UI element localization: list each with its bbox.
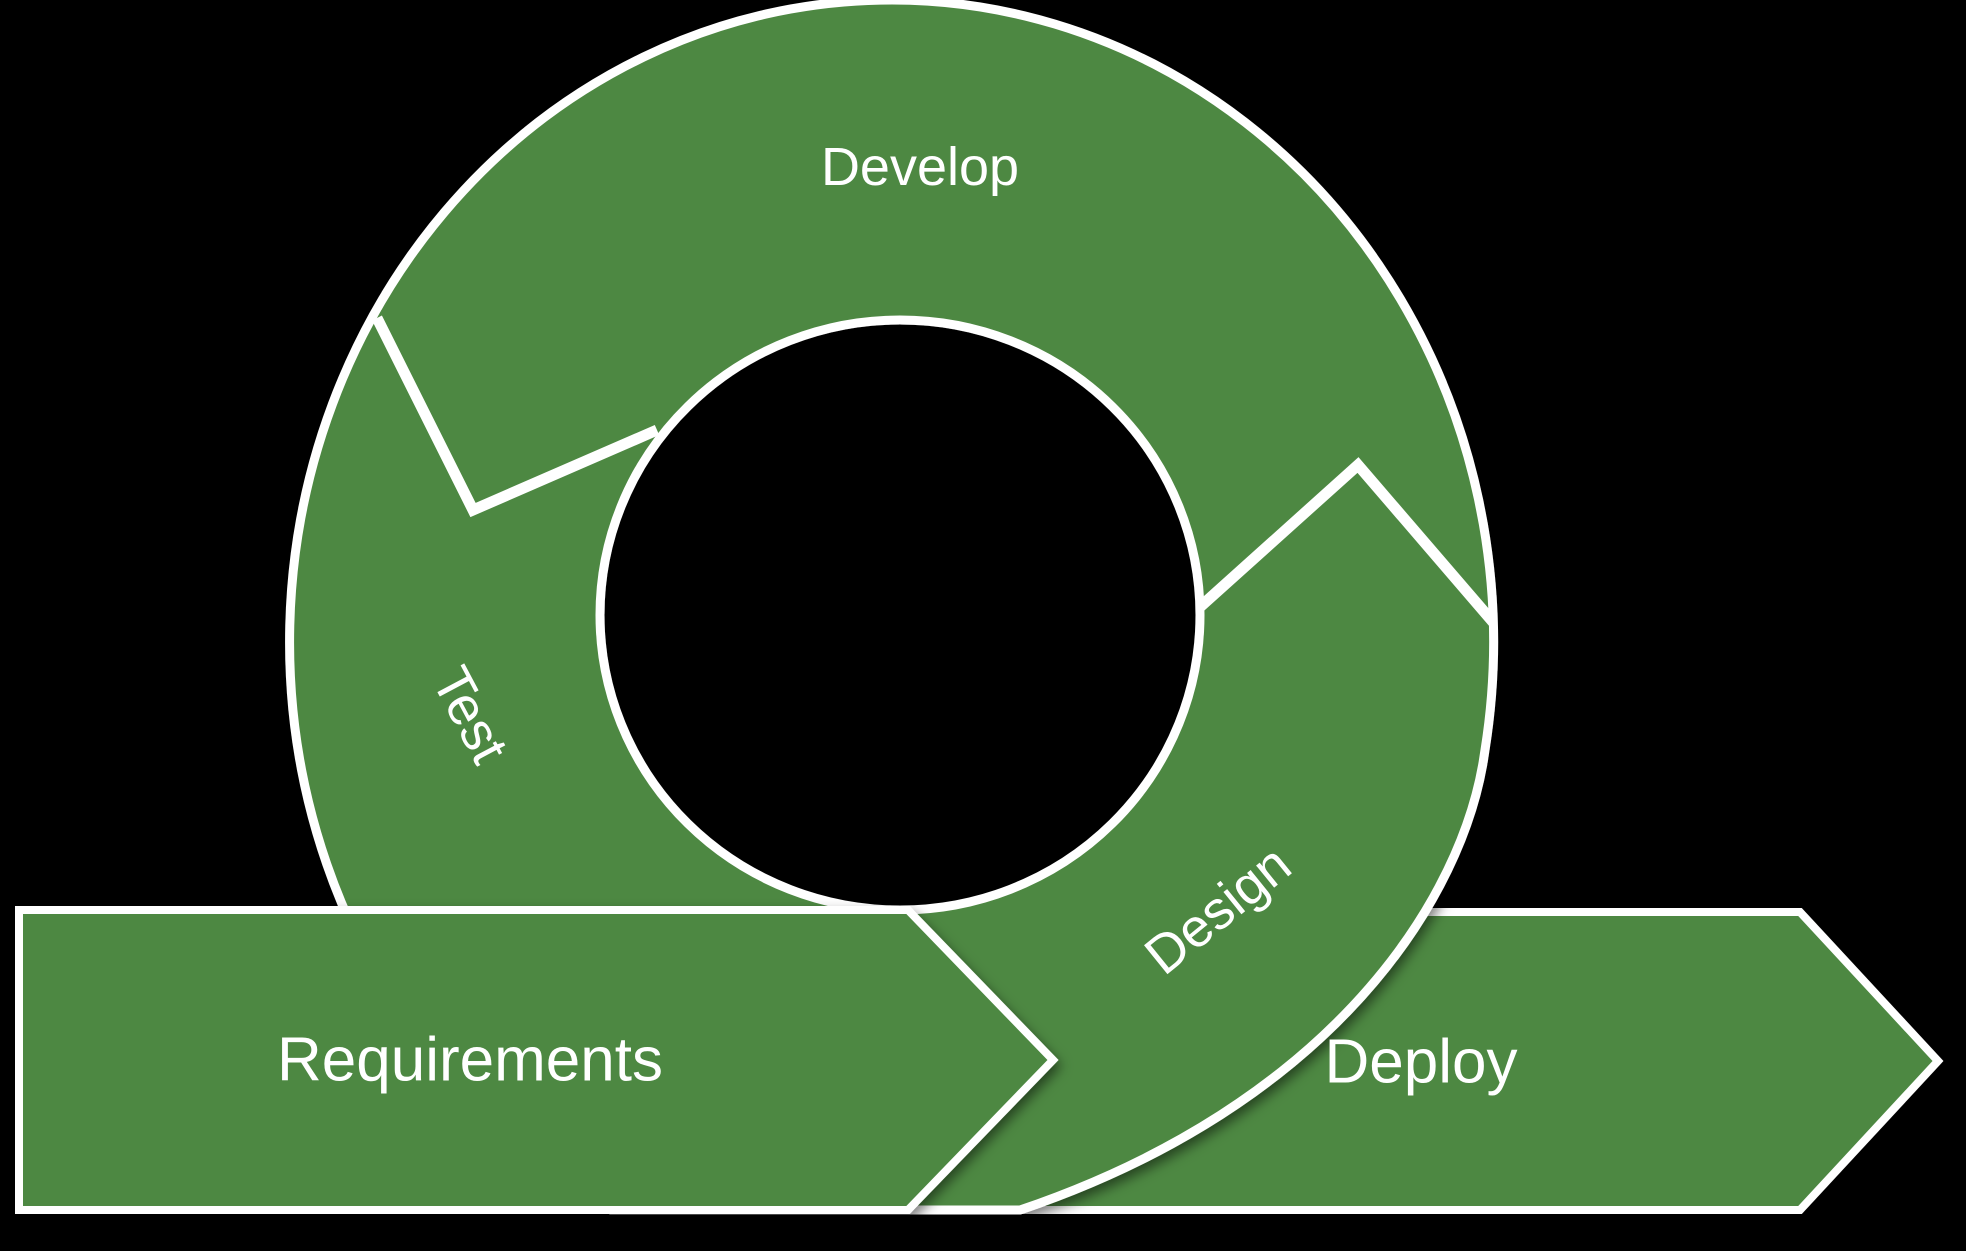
label-deploy: Deploy <box>1325 1028 1518 1097</box>
label-requirements: Requirements <box>277 1026 663 1095</box>
label-develop: Develop <box>821 137 1019 197</box>
divider-develop-design <box>1196 457 1498 626</box>
requirements-arrow <box>15 906 1059 1214</box>
divider-test-develop <box>372 315 660 518</box>
